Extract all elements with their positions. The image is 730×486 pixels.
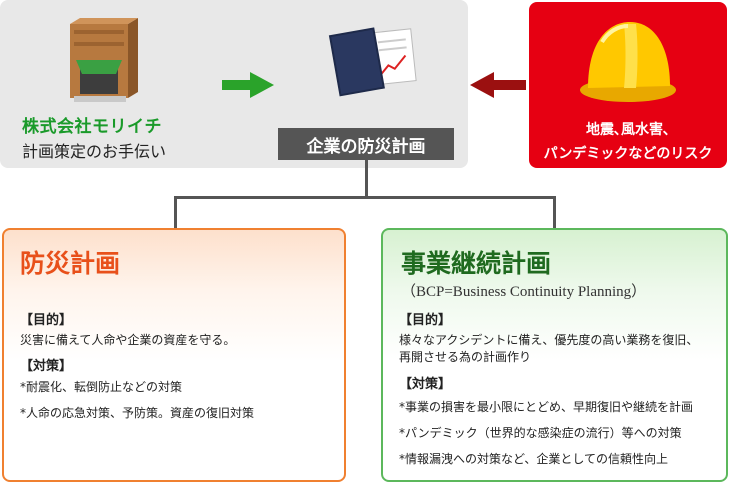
plan-label: 企業の防災計画 xyxy=(278,128,454,160)
connector-horizontal xyxy=(174,196,556,199)
disaster-measures-heading: 【対策】 xyxy=(20,359,73,374)
bcp-measure-item: *情報漏洩への対策など、企業としての信頼性向上 xyxy=(399,452,669,466)
company-name: 株式会社モリイチ xyxy=(22,117,162,137)
company-tagline: 計画策定のお手伝い xyxy=(22,142,167,161)
disaster-purpose-text: 災害に備えて人命や企業の資産を守る。 xyxy=(20,333,236,347)
connector-left-drop xyxy=(174,196,177,230)
bcp-subtitle: （BCP=Business Continuity Planning） xyxy=(401,284,647,300)
plan-document-icon xyxy=(328,27,417,97)
bcp-measure-item: *パンデミック（世界的な感染症の流行）等への対策 xyxy=(399,426,682,440)
red-arrow-icon xyxy=(470,72,526,98)
bcp-measures-heading: 【対策】 xyxy=(399,377,452,392)
bcp-box xyxy=(381,228,728,482)
green-arrow-icon xyxy=(222,72,274,98)
disaster-measure-item: *耐震化、転倒防止などの対策 xyxy=(20,380,183,394)
building-icon xyxy=(70,18,138,102)
risk-line-2: パンデミックなどのリスク xyxy=(543,146,713,162)
safety-helmet-icon xyxy=(580,22,676,102)
risk-text: 地震､風水害､ パンデミックなどのリスク xyxy=(529,118,727,166)
bcp-measure-item: *事業の損害を最小限にとどめ、早期復旧や継続を計画 xyxy=(399,400,694,414)
disaster-plan-title: 防災計画 xyxy=(20,249,121,278)
connector-right-drop xyxy=(553,196,556,230)
disaster-purpose-heading: 【目的】 xyxy=(20,313,73,328)
risk-line-1: 地震､風水害､ xyxy=(586,122,670,138)
connector-vertical-center xyxy=(365,160,368,198)
bcp-purpose-line: 再開させる為の計画作り xyxy=(399,350,532,364)
bcp-purpose-heading: 【目的】 xyxy=(399,313,452,328)
bcp-purpose-line: 様々なアクシデントに備え、優先度の高い業務を復旧、 xyxy=(399,333,699,347)
disaster-measure-item: *人命の応急対策、予防策。資産の復旧対策 xyxy=(20,406,255,420)
bcp-title: 事業継続計画 xyxy=(401,249,552,278)
disaster-plan-box xyxy=(2,228,346,482)
